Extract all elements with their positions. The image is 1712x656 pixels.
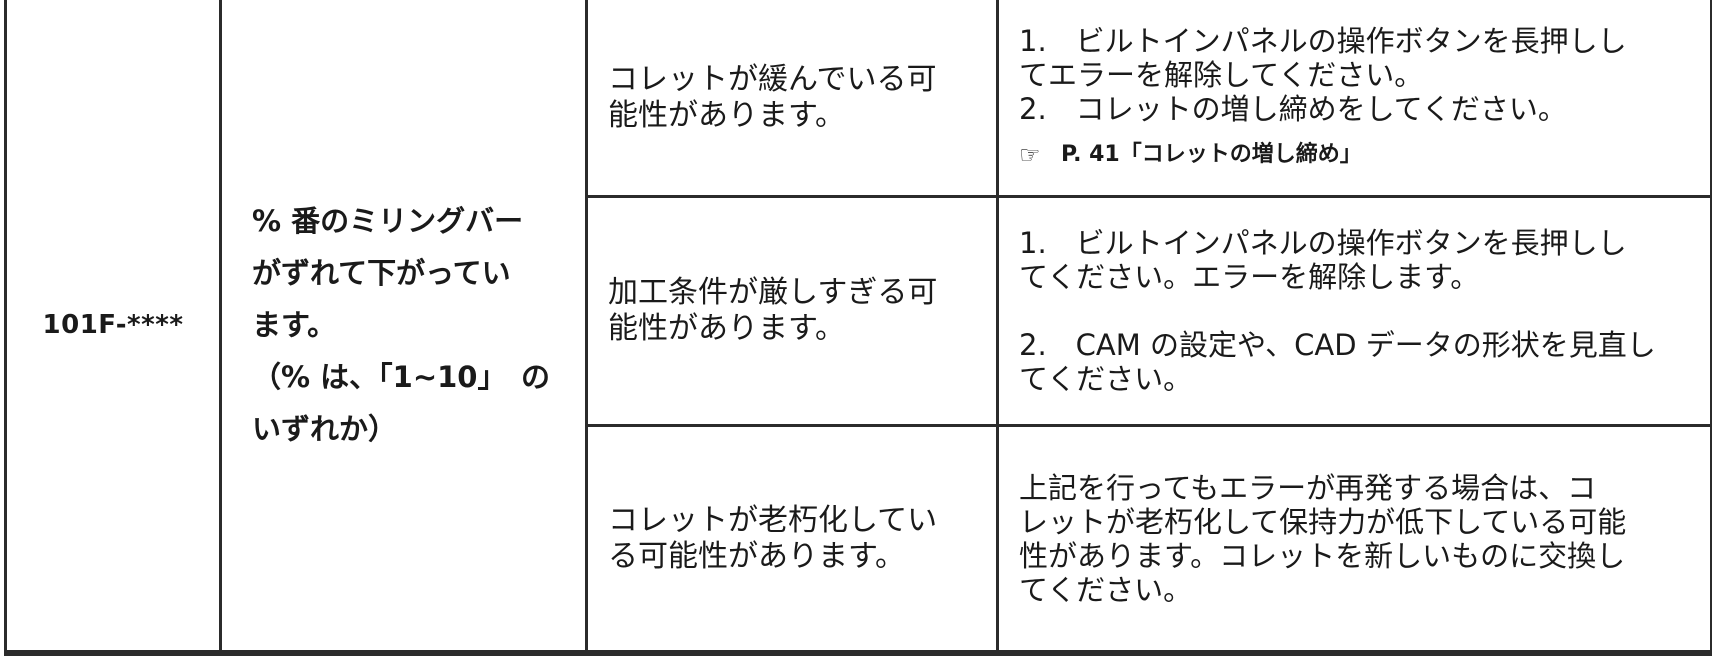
error-table: 101F-**** % 番のミリングバー がずれて下がってい ます。 （% は、… bbox=[4, 0, 1712, 656]
fix-line: 上記を行ってもエラーが再発する場合は、コ bbox=[1019, 470, 1597, 505]
error-symptom: % 番のミリングバー がずれて下がってい ます。 （% は、「1~10」 の い… bbox=[219, 0, 588, 653]
fix-line: てエラーを解除してください。 bbox=[1019, 57, 1424, 92]
table-row: 加工条件が厳しすぎる可 能性があります。 1. ビルトインパネルの操作ボタンを長… bbox=[6, 195, 1712, 428]
cause-line: る可能性があります。 bbox=[608, 538, 905, 574]
fix-line: レットが老朽化して保持力が低下している可能 bbox=[1019, 504, 1627, 539]
symptom-line: % 番のミリングバー bbox=[252, 203, 524, 238]
symptom-line: （% は、「1~10」 の bbox=[252, 359, 550, 394]
fix-line: 1. ビルトインパネルの操作ボタンを長押しし bbox=[1019, 23, 1627, 58]
fix-line: てください。エラーを解除します。 bbox=[1019, 260, 1480, 295]
fix-line: 1. ビルトインパネルの操作ボタンを長押しし bbox=[1019, 226, 1627, 261]
pointing-hand-icon: ☞ bbox=[1019, 140, 1041, 169]
fix-line: 性があります。コレットを新しいものに交換し bbox=[1019, 538, 1626, 573]
page-reference-link[interactable]: P. 41「コレットの増し締め」 bbox=[1061, 141, 1362, 167]
cause-line: 加工条件が厳しすぎる可 bbox=[608, 275, 938, 311]
cause-cell: コレットが緩んでいる可 能性があります。 bbox=[585, 0, 999, 199]
fix-line: てください。 bbox=[1019, 572, 1193, 607]
fix-cell: 上記を行ってもエラーが再発する場合は、コ レットが老朽化して保持力が低下している… bbox=[996, 424, 1712, 653]
fix-line: 2. コレットの増し締めをしてください。 bbox=[1019, 91, 1567, 126]
fix-cell: 1. ビルトインパネルの操作ボタンを長押しし てエラーを解除してください。 2.… bbox=[996, 0, 1712, 199]
cause-line: 能性があります。 bbox=[608, 311, 845, 347]
fix-spacer bbox=[1019, 294, 1696, 328]
cause-line: 能性があります。 bbox=[608, 97, 845, 133]
cause-cell: 加工条件が厳しすぎる可 能性があります。 bbox=[585, 195, 999, 428]
cause-cell: コレットが老朽化してい る可能性があります。 bbox=[585, 424, 999, 653]
page-reference: ☞ P. 41「コレットの増し締め」 bbox=[1019, 138, 1696, 172]
fix-line: てください。 bbox=[1019, 362, 1193, 397]
fix-cell: 1. ビルトインパネルの操作ボタンを長押しし てください。エラーを解除します。 … bbox=[996, 195, 1712, 428]
cause-line: コレットが緩んでいる可 bbox=[608, 61, 937, 97]
symptom-line: がずれて下がってい bbox=[252, 255, 511, 290]
error-table-container: 101F-**** % 番のミリングバー がずれて下がってい ます。 （% は、… bbox=[4, 0, 1712, 656]
symptom-line: ます。 bbox=[252, 307, 337, 342]
error-code: 101F-**** bbox=[4, 0, 222, 653]
symptom-line: いずれか） bbox=[252, 411, 398, 446]
cause-line: コレットが老朽化してい bbox=[608, 502, 938, 538]
table-row: コレットが老朽化してい る可能性があります。 上記を行ってもエラーが再発する場合… bbox=[6, 424, 1712, 653]
fix-line: 2. CAM の設定や、CAD データの形状を見直し bbox=[1019, 328, 1656, 363]
table-row: 101F-**** % 番のミリングバー がずれて下がってい ます。 （% は、… bbox=[4, 0, 1712, 653]
